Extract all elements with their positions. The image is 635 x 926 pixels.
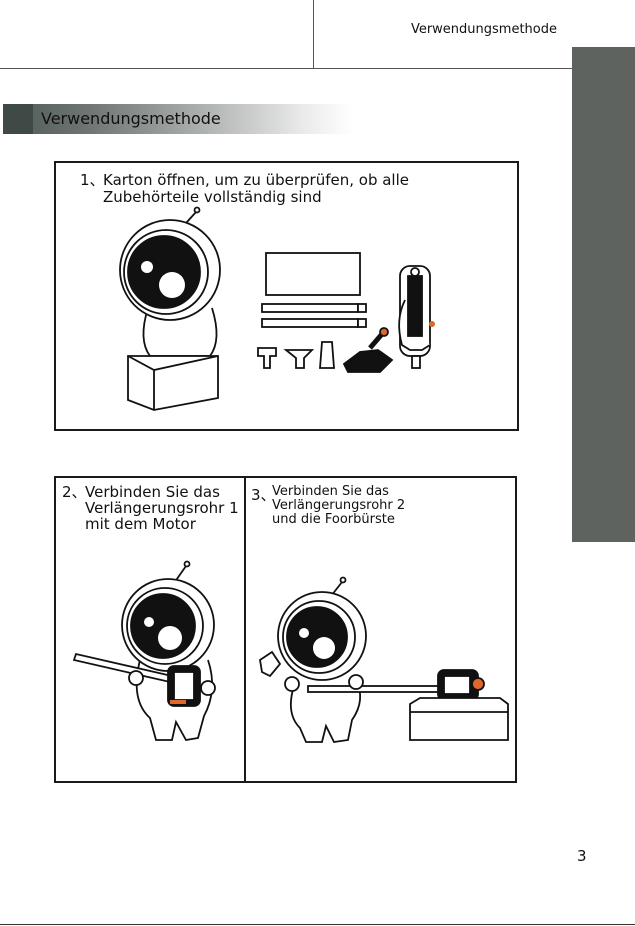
page-number: 3 bbox=[577, 847, 587, 865]
extension-tube-long bbox=[308, 686, 442, 692]
footer-rule bbox=[0, 924, 635, 925]
storage-box bbox=[410, 698, 508, 740]
floor-brush-held bbox=[260, 652, 280, 676]
